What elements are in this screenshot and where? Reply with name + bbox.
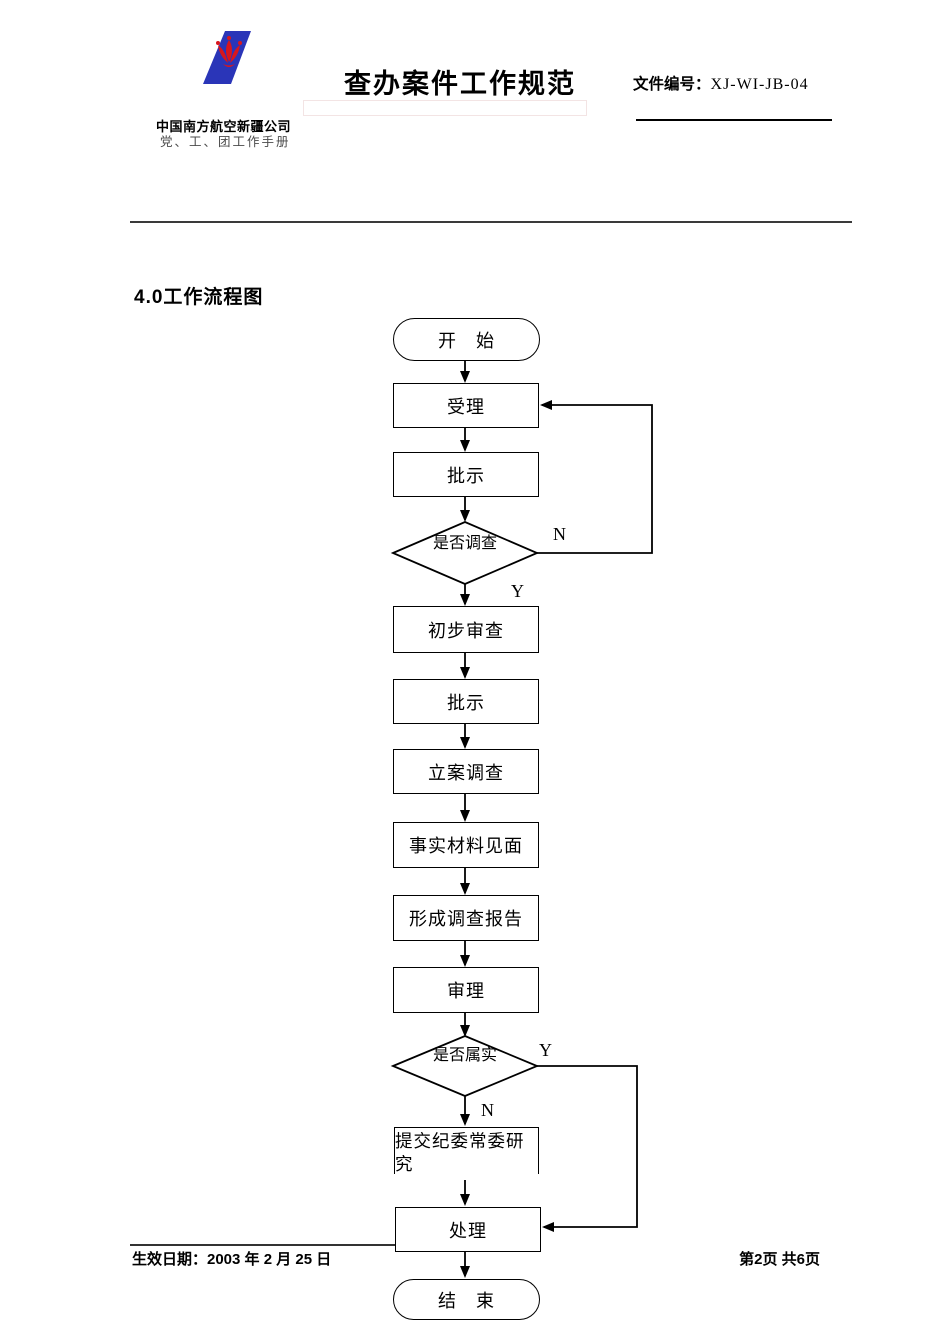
node-instruct-2: 批示 xyxy=(393,679,539,724)
title-cell-border xyxy=(303,100,587,116)
document-number: 文件编号：XJ-WI-JB-04 xyxy=(633,72,809,94)
footer-divider xyxy=(130,1244,395,1246)
node-handle: 处理 xyxy=(395,1207,541,1252)
header-divider xyxy=(130,221,852,223)
loop-no-back-to-accept xyxy=(537,400,653,554)
china-southern-airlines-logo xyxy=(203,31,251,84)
node-fact-material-meeting: 事实材料见面 xyxy=(393,822,539,868)
node-file-case-investigation: 立案调查 xyxy=(393,749,539,794)
branch-label-no-2: N xyxy=(481,1100,494,1120)
effective-date: 生效日期：2003 年 2 月 25 日 xyxy=(132,1251,332,1268)
manual-name: 党、工、团工作手册 xyxy=(160,135,291,149)
decision-substantiated-shape xyxy=(390,1035,540,1097)
document-number-value: XJ-WI-JB-04 xyxy=(710,76,809,93)
document-number-underline xyxy=(636,119,832,121)
node-preliminary-review: 初步审查 xyxy=(393,606,539,653)
decision-investigate-shape xyxy=(390,521,540,585)
node-start: 开 始 xyxy=(393,318,540,361)
node-decision-substantiated-label: 是否属实 xyxy=(432,1047,497,1064)
page-title: 查办案件工作规范 xyxy=(344,69,576,99)
page-number: 第2页 共6页 xyxy=(739,1251,820,1268)
node-accept: 受理 xyxy=(393,383,539,428)
section-heading: 4.0工作流程图 xyxy=(134,287,264,308)
node-submit-discipline-committee: 提交纪委常委研究 xyxy=(394,1127,539,1176)
node-hearing: 审理 xyxy=(393,967,539,1013)
document-number-label: 文件编号： xyxy=(633,76,711,93)
loop-yes-to-handle xyxy=(537,1065,638,1232)
node-submit-discipline-committee-label: 提交纪委常委研究 xyxy=(395,1130,538,1176)
branch-label-yes-2: Y xyxy=(539,1040,552,1060)
node-instruct-1: 批示 xyxy=(393,452,539,497)
node-end: 结 束 xyxy=(393,1279,540,1320)
node-decision-investigate-label: 是否调查 xyxy=(432,535,497,552)
company-name: 中国南方航空新疆公司 xyxy=(156,119,292,134)
node-form-investigation-report: 形成调查报告 xyxy=(393,895,539,941)
branch-label-no-1: N xyxy=(553,524,566,544)
branch-label-yes-1: Y xyxy=(511,581,524,601)
